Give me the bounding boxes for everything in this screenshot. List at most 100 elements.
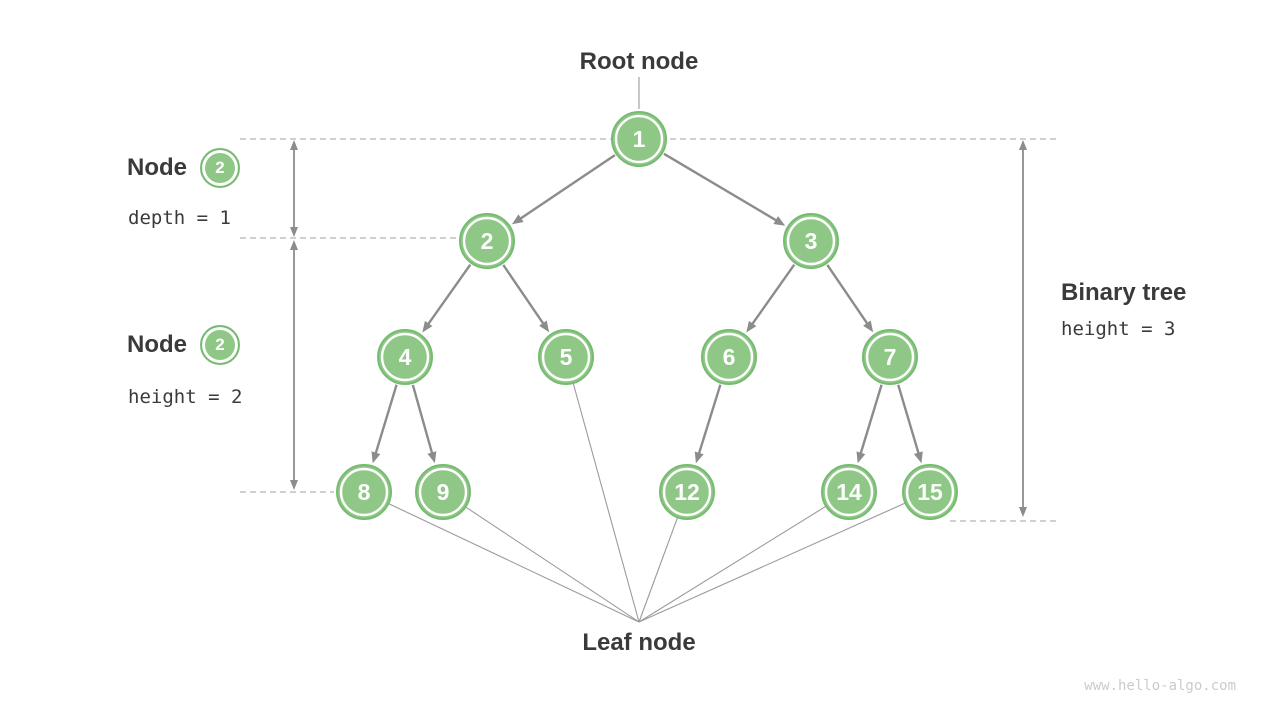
tree-edge-7-15 — [897, 384, 923, 464]
node-inner-ring — [905, 467, 955, 517]
measure-arrow — [1019, 140, 1027, 517]
node-value: 12 — [674, 479, 700, 505]
node-circle — [336, 464, 392, 520]
tree-edge-4-9 — [411, 384, 437, 464]
node-circle — [377, 329, 433, 385]
edge-line — [697, 384, 722, 457]
node-depth-formula: depth = 1 — [128, 207, 231, 229]
arrow-up-icon — [290, 240, 298, 250]
edge-line — [373, 384, 398, 456]
node-value: 2 — [481, 228, 494, 254]
edge-line — [826, 264, 870, 327]
tree-node-9: 9 — [415, 464, 471, 520]
node-circle — [538, 329, 594, 385]
node-badge-depth: 2 — [200, 148, 240, 188]
tree-node-8: 8 — [336, 464, 392, 520]
node-inner-ring — [380, 332, 430, 382]
tree-node-5: 5 — [538, 329, 594, 385]
node-circle — [902, 464, 958, 520]
node-inner-ring — [462, 216, 512, 266]
node-height-formula: height = 2 — [128, 386, 243, 408]
node-inner-ring — [339, 467, 389, 517]
arrow-down-icon — [290, 227, 298, 237]
tree-node-3: 3 — [783, 213, 839, 269]
binary-tree-height-formula: height = 3 — [1061, 318, 1176, 340]
edge-arrowhead-icon — [746, 320, 757, 333]
tree-edge-6-12 — [694, 384, 722, 464]
arrow-up-icon — [290, 140, 298, 150]
edge-arrowhead-icon — [913, 451, 923, 464]
node-circle — [415, 464, 471, 520]
edge-arrowhead-icon — [422, 320, 433, 333]
tree-node-4: 4 — [377, 329, 433, 385]
node-value: 3 — [805, 228, 818, 254]
edge-line — [517, 154, 616, 221]
tree-node-6: 6 — [701, 329, 757, 385]
leaf-connector-line-9 — [465, 506, 640, 623]
tree-node-7: 7 — [862, 329, 918, 385]
root-node-label: Root node — [579, 48, 699, 75]
tree-edge-2-5 — [502, 264, 550, 333]
node-height-annotation: Node 2 — [127, 324, 240, 366]
node-inner-ring — [614, 114, 664, 164]
node-value: 9 — [437, 479, 450, 505]
leaf-connector-line-14 — [638, 505, 827, 623]
arrow-down-icon — [1019, 507, 1027, 517]
arrow-down-icon — [290, 480, 298, 490]
tree-node-14: 14 — [821, 464, 877, 520]
tree-node-1: 1 — [611, 111, 667, 167]
edge-line — [502, 264, 546, 327]
leaf-node-label: Leaf node — [582, 629, 696, 656]
tree-edges — [371, 152, 923, 464]
node-depth-title: Node — [127, 154, 187, 181]
leaf-connector-line-5 — [572, 382, 640, 623]
edge-arrowhead-icon — [371, 451, 381, 464]
tree-edge-7-14 — [856, 384, 883, 464]
edge-arrowhead-icon — [856, 451, 866, 464]
node-badge-height-value: 2 — [215, 335, 225, 354]
node-circle — [783, 213, 839, 269]
edge-line — [411, 384, 434, 456]
node-inner-ring — [541, 332, 591, 382]
node-value: 1 — [633, 126, 646, 152]
edge-arrowhead-icon — [511, 214, 524, 225]
measurement-guides — [240, 138, 1056, 522]
tree-edge-3-6 — [746, 263, 796, 333]
edge-arrowhead-icon — [773, 216, 786, 226]
measure-arrows — [290, 140, 1027, 517]
node-inner-ring — [418, 467, 468, 517]
node-inner-ring — [786, 216, 836, 266]
node-badge-height: 2 — [200, 325, 240, 365]
node-circle — [701, 329, 757, 385]
node-height-title: Node — [127, 331, 187, 358]
leaf-connector-line-12 — [638, 517, 679, 623]
node-value: 15 — [917, 479, 943, 505]
node-circle — [821, 464, 877, 520]
node-circle — [459, 213, 515, 269]
tree-node-2: 2 — [459, 213, 515, 269]
leaf-connector-line-15 — [638, 502, 906, 623]
edge-line — [897, 384, 921, 456]
node-value: 14 — [836, 479, 862, 505]
node-inner-ring — [865, 332, 915, 382]
node-circle — [659, 464, 715, 520]
tree-edge-1-2 — [511, 154, 616, 225]
node-badge-depth-value: 2 — [215, 158, 225, 177]
edge-arrowhead-icon — [863, 320, 874, 333]
watermark: www.hello-algo.com — [1084, 678, 1236, 694]
tree-edge-1-3 — [663, 152, 786, 226]
edge-arrowhead-icon — [539, 320, 550, 333]
node-value: 4 — [399, 344, 412, 370]
binary-tree-title: Binary tree — [1061, 279, 1187, 306]
measure-arrow — [290, 240, 298, 490]
edge-line — [858, 384, 883, 456]
edge-arrowhead-icon — [694, 451, 704, 464]
node-value: 8 — [358, 479, 371, 505]
leaf-connector-line-8 — [388, 503, 640, 623]
tree-edge-2-4 — [422, 263, 472, 333]
node-value: 7 — [884, 344, 897, 370]
edge-line — [425, 263, 472, 327]
